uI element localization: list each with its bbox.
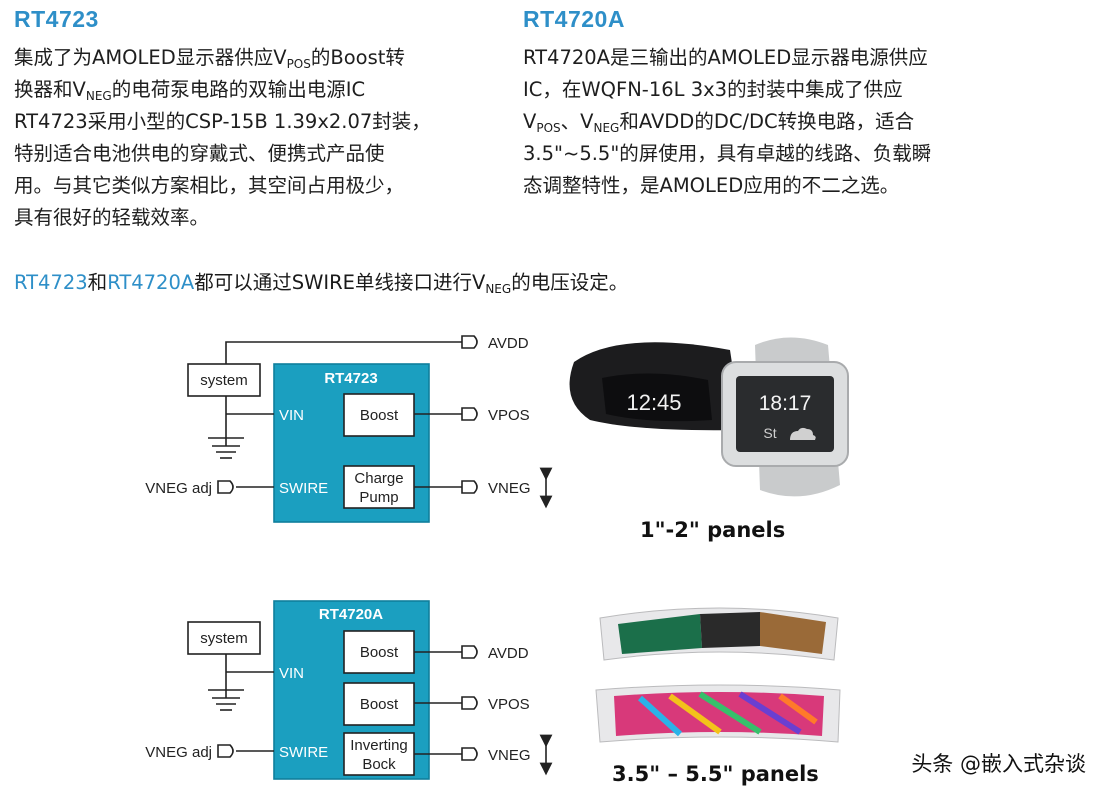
avdd-wire [225,341,462,364]
rt4720a-line-1: RT4720A是三输出的AMOLED显示器电源供应 [523,46,928,69]
system-box-1 [187,363,261,397]
avdd-label-2: AVDD [488,645,529,662]
vneg-adj-port-2 [217,744,234,758]
avdd-port-2 [461,645,478,659]
rt4720a-line-3: VPOS、VNEG和AVDD的DC/DC转换电路，适合 [523,110,915,135]
rt4723-description: 集成了为AMOLED显示器供应VPOS的Boost转 换器和VNEG的电荷泵电路… [14,42,431,234]
vpos-label-1: VPOS [488,407,530,424]
watch-time: 18:17 [759,392,812,415]
avdd-port [461,335,478,349]
swire-rt4723: RT4723 [14,271,88,294]
vin-label-1: VIN [279,407,304,424]
charge-label: Charge [354,470,403,487]
diagram-rt4723 [187,335,553,523]
swire-label-2: SWIRE [279,744,328,761]
rt4723-line-5: 用。与其它类似方案相比，其空间占用极少， [14,174,405,197]
vneg-port-1 [461,480,478,494]
rt4720a-line-5: 态调整特性，是AMOLED应用的不二之选。 [523,174,900,197]
rt4723-line-6: 具有很好的轻载效率。 [14,206,210,229]
wearables-image: 12:45 18:17 St [569,337,849,743]
rt4720a-line-2: IC，在WQFN-16L 3x3的封装中集成了供应 [523,78,903,101]
swire-and: 和 [87,271,108,294]
vneg-label-2: VNEG [488,747,531,764]
band-time: 12:45 [626,390,681,415]
small-panels-label: 1"-2" panels [640,518,786,542]
inverting-label: Inverting [350,737,408,754]
swire-rt4720a: RT4720A [107,271,195,294]
rt4720a-title: RT4720A [523,6,625,32]
boost-block-2a [343,630,415,674]
bock-label: Bock [362,756,396,773]
vpos-port-2 [461,696,478,710]
avdd-label-1: AVDD [488,335,529,352]
pump-label: Pump [359,489,398,506]
vin-label-2: VIN [279,665,304,682]
rt4723-line-1: 集成了为AMOLED显示器供应VPOS的Boost转 [14,46,405,71]
swire-statement: RT4723和RT4720A都可以通过SWIRE单线接口进行VNEG的电压设定。 [14,266,628,295]
chip-label-rt4720a: RT4720A [319,606,383,623]
vpos-port-1 [461,407,478,421]
boost-label-2a: Boost [360,644,399,661]
boost-label-1: Boost [360,407,399,424]
rt4720a-line-4: 3.5"~5.5"的屏使用，具有卓越的线路、负载瞬 [523,142,932,165]
system-box-2 [187,621,261,655]
rt4723-line-3: RT4723采用小型的CSP-15B 1.39x2.07封装， [14,110,431,133]
vpos-label-2: VPOS [488,696,530,713]
watermark: 头条 @嵌入式杂谈 [911,752,1086,776]
vneg-adj-label-2: VNEG adj [145,744,212,761]
swire-tail: 的电压设定。 [511,271,629,294]
chip-label-rt4723: RT4723 [324,370,377,387]
rt4723-line-2: 换器和VNEG的电荷泵电路的双输出电源IC [14,78,366,103]
system-label-1: system [200,372,248,389]
vneg-port-2 [461,747,478,761]
charge-pump-block [343,465,415,509]
swire-text: 都可以通过SWIRE单线接口进行V [194,271,486,294]
rt4723-title: RT4723 [14,6,99,32]
vneg-adj-label-1: VNEG adj [145,480,212,497]
boost-block-2b [343,682,415,726]
swire-sub: NEG [485,282,512,296]
system-label-2: system [200,630,248,647]
vneg-adj-port-1 [217,480,234,494]
boost-block-1 [343,393,415,437]
rt4723-line-4: 特别适合电池供电的穿戴式、便携式产品使 [14,142,385,165]
watch-date: St [763,425,776,441]
large-panels-label: 3.5" – 5.5" panels [612,762,819,786]
weather-icon [790,427,816,440]
vneg-label-1: VNEG [488,480,531,497]
diagram-rt4720a [187,600,553,780]
swire-label-1: SWIRE [279,480,328,497]
rt4720a-description: RT4720A是三输出的AMOLED显示器电源供应 IC，在WQFN-16L 3… [523,42,931,202]
boost-label-2b: Boost [360,696,399,713]
